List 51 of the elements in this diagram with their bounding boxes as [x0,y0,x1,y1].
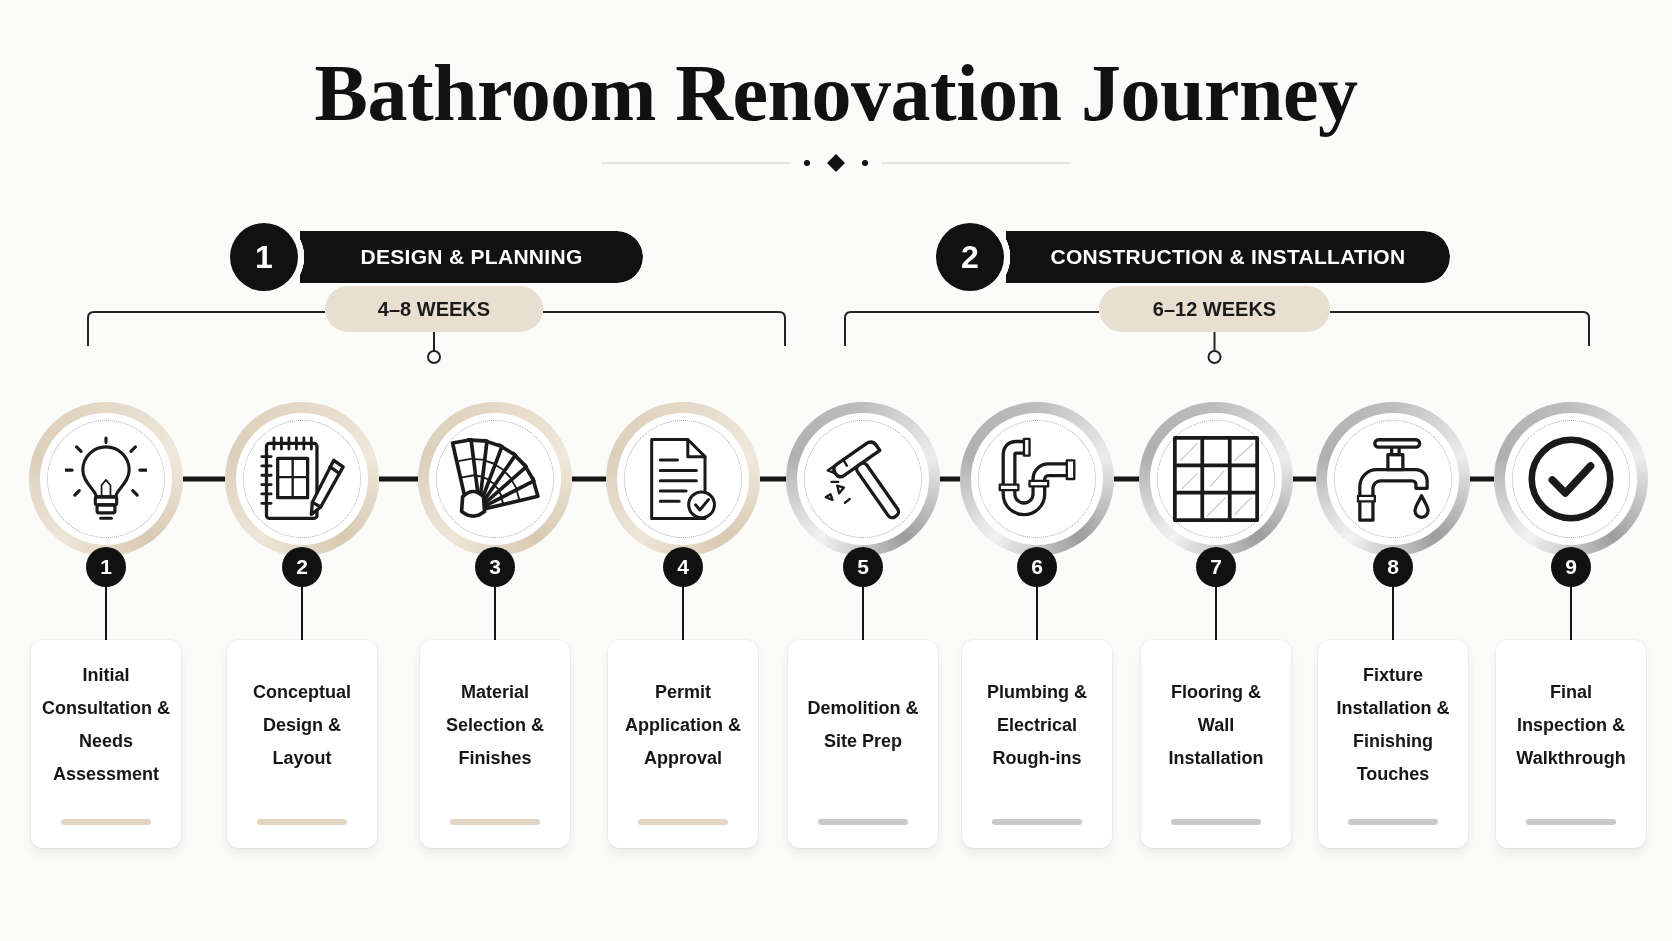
connector-line [494,586,496,641]
connector-line [105,586,107,641]
step-card [420,640,570,848]
number-badge: 6 [1017,547,1057,587]
step-card [31,640,181,848]
step-card [788,640,938,848]
step-card [962,640,1112,848]
number-badge: 3 [475,547,515,587]
connector-line [183,476,225,482]
phase-banner: DESIGN & PLANNING [300,231,643,283]
step-label: Initial Consultation & Needs Assessment [41,664,171,786]
number-badge: 4 [663,547,703,587]
number-badge: 8 [1373,547,1413,587]
number-badge: 9 [1551,547,1591,587]
connector-line [760,476,786,482]
step-card [1496,640,1646,848]
connector-line [940,476,960,482]
duration-pill: 6–12 WEEKS [1099,286,1330,332]
connector-line [1036,586,1038,641]
step-label: Conceptual Design & Layout [252,680,352,770]
connector-line [1293,476,1316,482]
connector-line [1392,586,1394,641]
connector-line [862,586,864,641]
phase-banner: CONSTRUCTION & INSTALLATION [1006,231,1450,283]
step-label: Material Selection & Finishes [445,680,545,770]
step-label: Plumbing & Electrical Rough-ins [986,680,1088,770]
step-label: Final Inspection & Walkthrough [1515,680,1627,770]
number-badge: 2 [282,547,322,587]
duration-pill: 4–8 WEEKS [325,286,543,332]
step-card [1318,640,1468,848]
step-label: Demolition & Site Prep [806,697,920,753]
number-badge: 7 [1196,547,1236,587]
step-label: Flooring & Wall Installation [1167,680,1265,770]
phase-number-badge: 1 [230,223,298,291]
connector-line [1570,586,1572,641]
title: Bathroom Renovation Journey [314,48,1358,139]
number-badge: 1 [86,547,126,587]
connector-line [1114,476,1139,482]
phase-number-badge: 2 [936,223,1004,291]
step-card [608,640,758,848]
step-label: Fixture Installation & Finishing Touches [1335,664,1451,786]
number-badge: 5 [843,547,883,587]
connector-line [682,586,684,641]
connector-line [301,586,303,641]
step-card [1141,640,1291,848]
connector-line [1215,586,1217,641]
step-card [227,640,377,848]
connector-line [1470,476,1494,482]
connector-line [572,476,606,482]
step-label: Permit Application & Approval [624,680,742,770]
connector-line [379,476,418,482]
